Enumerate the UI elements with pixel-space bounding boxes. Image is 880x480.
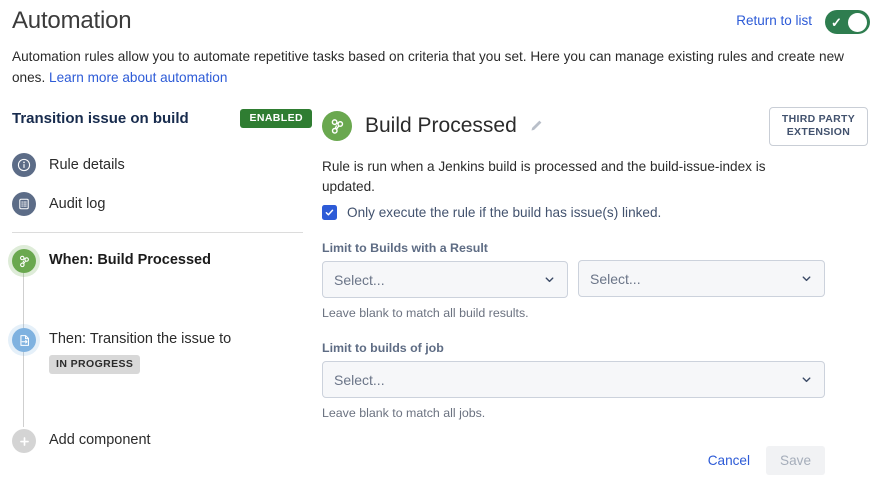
checkbox-checked-icon[interactable] <box>322 205 337 220</box>
rule-enabled-toggle[interactable]: ✓ <box>825 10 870 34</box>
page-title: Automation <box>12 7 132 34</box>
panel-description: Rule is run when a Jenkins build is proc… <box>322 159 766 194</box>
tree-item-body: Add component <box>49 429 151 453</box>
extension-badge-line2: EXTENSION <box>786 125 851 138</box>
limit-job-label: Limit to builds of job <box>322 341 444 355</box>
learn-more-link[interactable]: Learn more about automation <box>49 70 228 85</box>
select-placeholder: Select... <box>590 270 641 287</box>
tree-item-body: When: Build Processed <box>49 249 211 273</box>
chevron-down-icon <box>800 272 813 285</box>
transition-status-chip: IN PROGRESS <box>49 355 141 374</box>
chevron-down-icon <box>800 373 813 386</box>
chevron-down-icon <box>543 273 556 286</box>
only-execute-checkbox-label: Only execute the rule if the build has i… <box>347 205 662 220</box>
jenkins-build-icon <box>322 111 352 141</box>
panel-title: Build Processed <box>365 114 517 137</box>
sidebar-item-label: Rule details <box>49 156 125 173</box>
tree-item-label: Add component <box>49 432 151 448</box>
rule-sidebar: Transition issue on build ENABLED Rule d… <box>12 105 312 453</box>
cancel-button[interactable]: Cancel <box>698 446 760 475</box>
tree-item-label: Then: Transition the issue to <box>49 331 232 347</box>
limit-results-label: Limit to Builds with a Result <box>322 241 488 255</box>
job-select[interactable]: Select... <box>322 361 825 398</box>
third-party-extension-badge: THIRD PARTY EXTENSION <box>768 106 868 146</box>
limit-job-hint: Leave blank to match all jobs. <box>322 406 486 420</box>
panel-actions: Cancel Save <box>322 446 825 475</box>
jenkins-build-icon <box>12 249 36 273</box>
check-icon: ✓ <box>831 14 842 30</box>
pencil-icon[interactable] <box>528 118 544 134</box>
only-execute-checkbox-row[interactable]: Only execute the rule if the build has i… <box>322 205 868 220</box>
rule-name: Transition issue on build <box>12 109 189 127</box>
toggle-knob <box>848 12 867 32</box>
tree-item-label: When: Build Processed <box>49 252 211 268</box>
tree-item-body: Then: Transition the issue to IN PROGRES… <box>49 328 231 374</box>
build-result-select-1[interactable]: Select... <box>322 261 568 298</box>
intro-paragraph: Automation rules allow you to automate r… <box>12 49 844 85</box>
tree-item-add-component[interactable]: Add component <box>12 429 312 453</box>
select-placeholder: Select... <box>334 271 385 288</box>
rule-header: Transition issue on build ENABLED <box>12 105 312 131</box>
save-button[interactable]: Save <box>766 446 825 475</box>
component-detail-panel: Build Processed THIRD PARTY EXTENSION Ru… <box>322 105 868 475</box>
tree-item-then[interactable]: Then: Transition the issue to IN PROGRES… <box>12 328 312 374</box>
sidebar-divider <box>12 232 303 233</box>
return-to-list-link[interactable]: Return to list <box>736 13 812 28</box>
intro-text: Automation rules allow you to automate r… <box>12 46 870 88</box>
sidebar-item-audit-log[interactable]: Audit log <box>12 184 312 223</box>
extension-badge-line1: THIRD PARTY <box>781 112 855 125</box>
status-badge: ENABLED <box>240 108 312 128</box>
info-icon <box>12 152 36 177</box>
sidebar-item-rule-details[interactable]: Rule details <box>12 145 312 184</box>
select-placeholder: Select... <box>334 371 385 388</box>
rule-component-tree: When: Build Processed Then: Transition t… <box>12 249 312 453</box>
tree-item-when[interactable]: When: Build Processed <box>12 249 312 273</box>
limit-results-hint: Leave blank to match all build results. <box>322 306 529 320</box>
limit-results-row: Select... Select... <box>322 260 868 298</box>
sidebar-item-label: Audit log <box>49 195 106 212</box>
list-document-icon <box>12 191 36 216</box>
panel-header: Build Processed THIRD PARTY EXTENSION <box>322 105 868 147</box>
plus-icon <box>12 429 36 453</box>
transition-document-icon <box>12 328 36 352</box>
build-result-select-2[interactable]: Select... <box>578 260 825 297</box>
